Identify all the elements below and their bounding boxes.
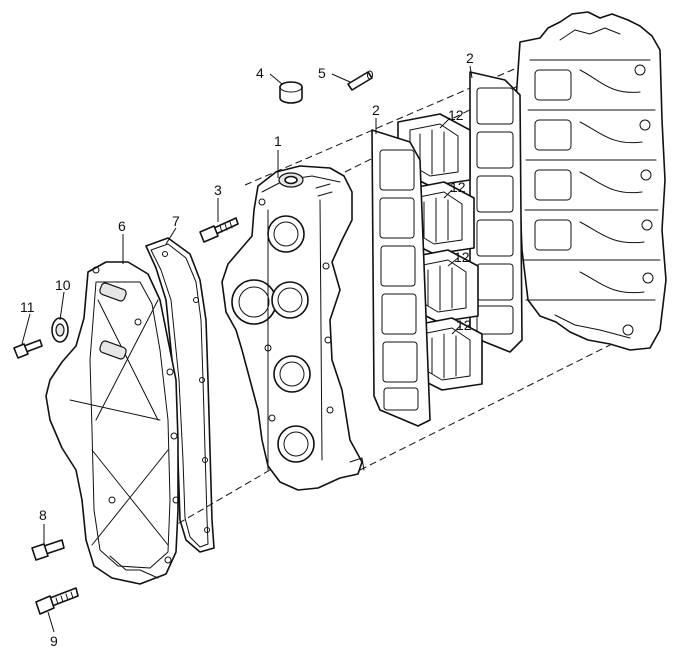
callout-12-c: 12: [454, 249, 470, 265]
leader-lines: [21, 65, 473, 633]
callout-12-b: 12: [450, 179, 466, 195]
callout-11: 11: [20, 299, 35, 315]
callout-4: 4: [256, 65, 264, 81]
callout-3: 3: [214, 182, 222, 198]
callout-6: 6: [118, 218, 126, 234]
callout-5: 5: [318, 65, 326, 81]
callout-8: 8: [39, 507, 47, 523]
crankcase-block: [515, 11, 667, 351]
reed-valve-gasket-rear: [469, 71, 523, 353]
callout-2-rear-gasket: 2: [466, 50, 474, 66]
callout-1: 1: [274, 133, 282, 149]
callout-9: 9: [50, 633, 58, 649]
reed-valve-assemblies: [397, 113, 483, 391]
callout-10: 10: [55, 277, 71, 293]
callout-7: 7: [172, 213, 180, 229]
callout-12-a: 12: [448, 107, 464, 123]
silencer-cover: [45, 261, 180, 585]
intake-manifold: [221, 165, 365, 491]
callout-2-front-gasket: 2: [372, 102, 380, 118]
callout-labels: 1 2 2 3 4 5 6 7 8 9 10 11 12 12 12 12: [20, 50, 474, 649]
small-parts: [13, 70, 373, 615]
reed-valve-gasket-front: [371, 129, 431, 427]
callout-12-d: 12: [456, 317, 472, 333]
